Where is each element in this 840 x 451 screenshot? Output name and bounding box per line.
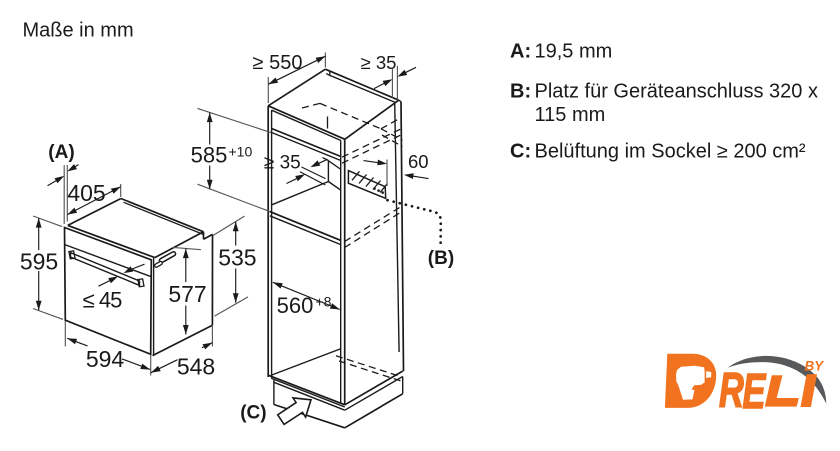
svg-text:C:: C: [510,141,531,163]
svg-text:R: R [719,363,744,417]
svg-text:≥ 35: ≥ 35 [361,52,397,73]
svg-text:(A): (A) [48,142,74,163]
svg-text:535: 535 [218,245,256,271]
svg-text:Belüftung im Sockel ≥ 200 cm²: Belüftung im Sockel ≥ 200 cm² [535,141,806,163]
svg-text:+8: +8 [316,293,332,309]
svg-text:Maße in mm: Maße in mm [23,20,134,42]
svg-text:+10: +10 [229,143,253,159]
svg-text:60: 60 [408,151,429,172]
svg-text:B:: B: [510,81,531,103]
svg-text:115 mm: 115 mm [535,104,606,126]
svg-text:594: 594 [86,346,125,372]
svg-text:(B): (B) [428,248,454,269]
svg-text:(C): (C) [240,403,266,424]
svg-text:585: 585 [191,142,228,167]
svg-text:595: 595 [20,248,58,274]
svg-text:577: 577 [168,281,206,307]
svg-text:≤ 45: ≤ 45 [83,288,122,313]
svg-text:548: 548 [177,354,215,380]
svg-text:Platz für Geräteanschluss 320: Platz für Geräteanschluss 320 x [535,81,818,103]
svg-text:19,5 mm: 19,5 mm [535,41,613,63]
svg-text:E: E [743,364,767,418]
svg-text:≥ 35: ≥ 35 [264,153,301,174]
svg-text:A:: A: [510,41,531,63]
svg-text:405: 405 [67,180,105,206]
svg-text:≥ 550: ≥ 550 [253,52,303,74]
svg-text:BY: BY [805,358,826,373]
